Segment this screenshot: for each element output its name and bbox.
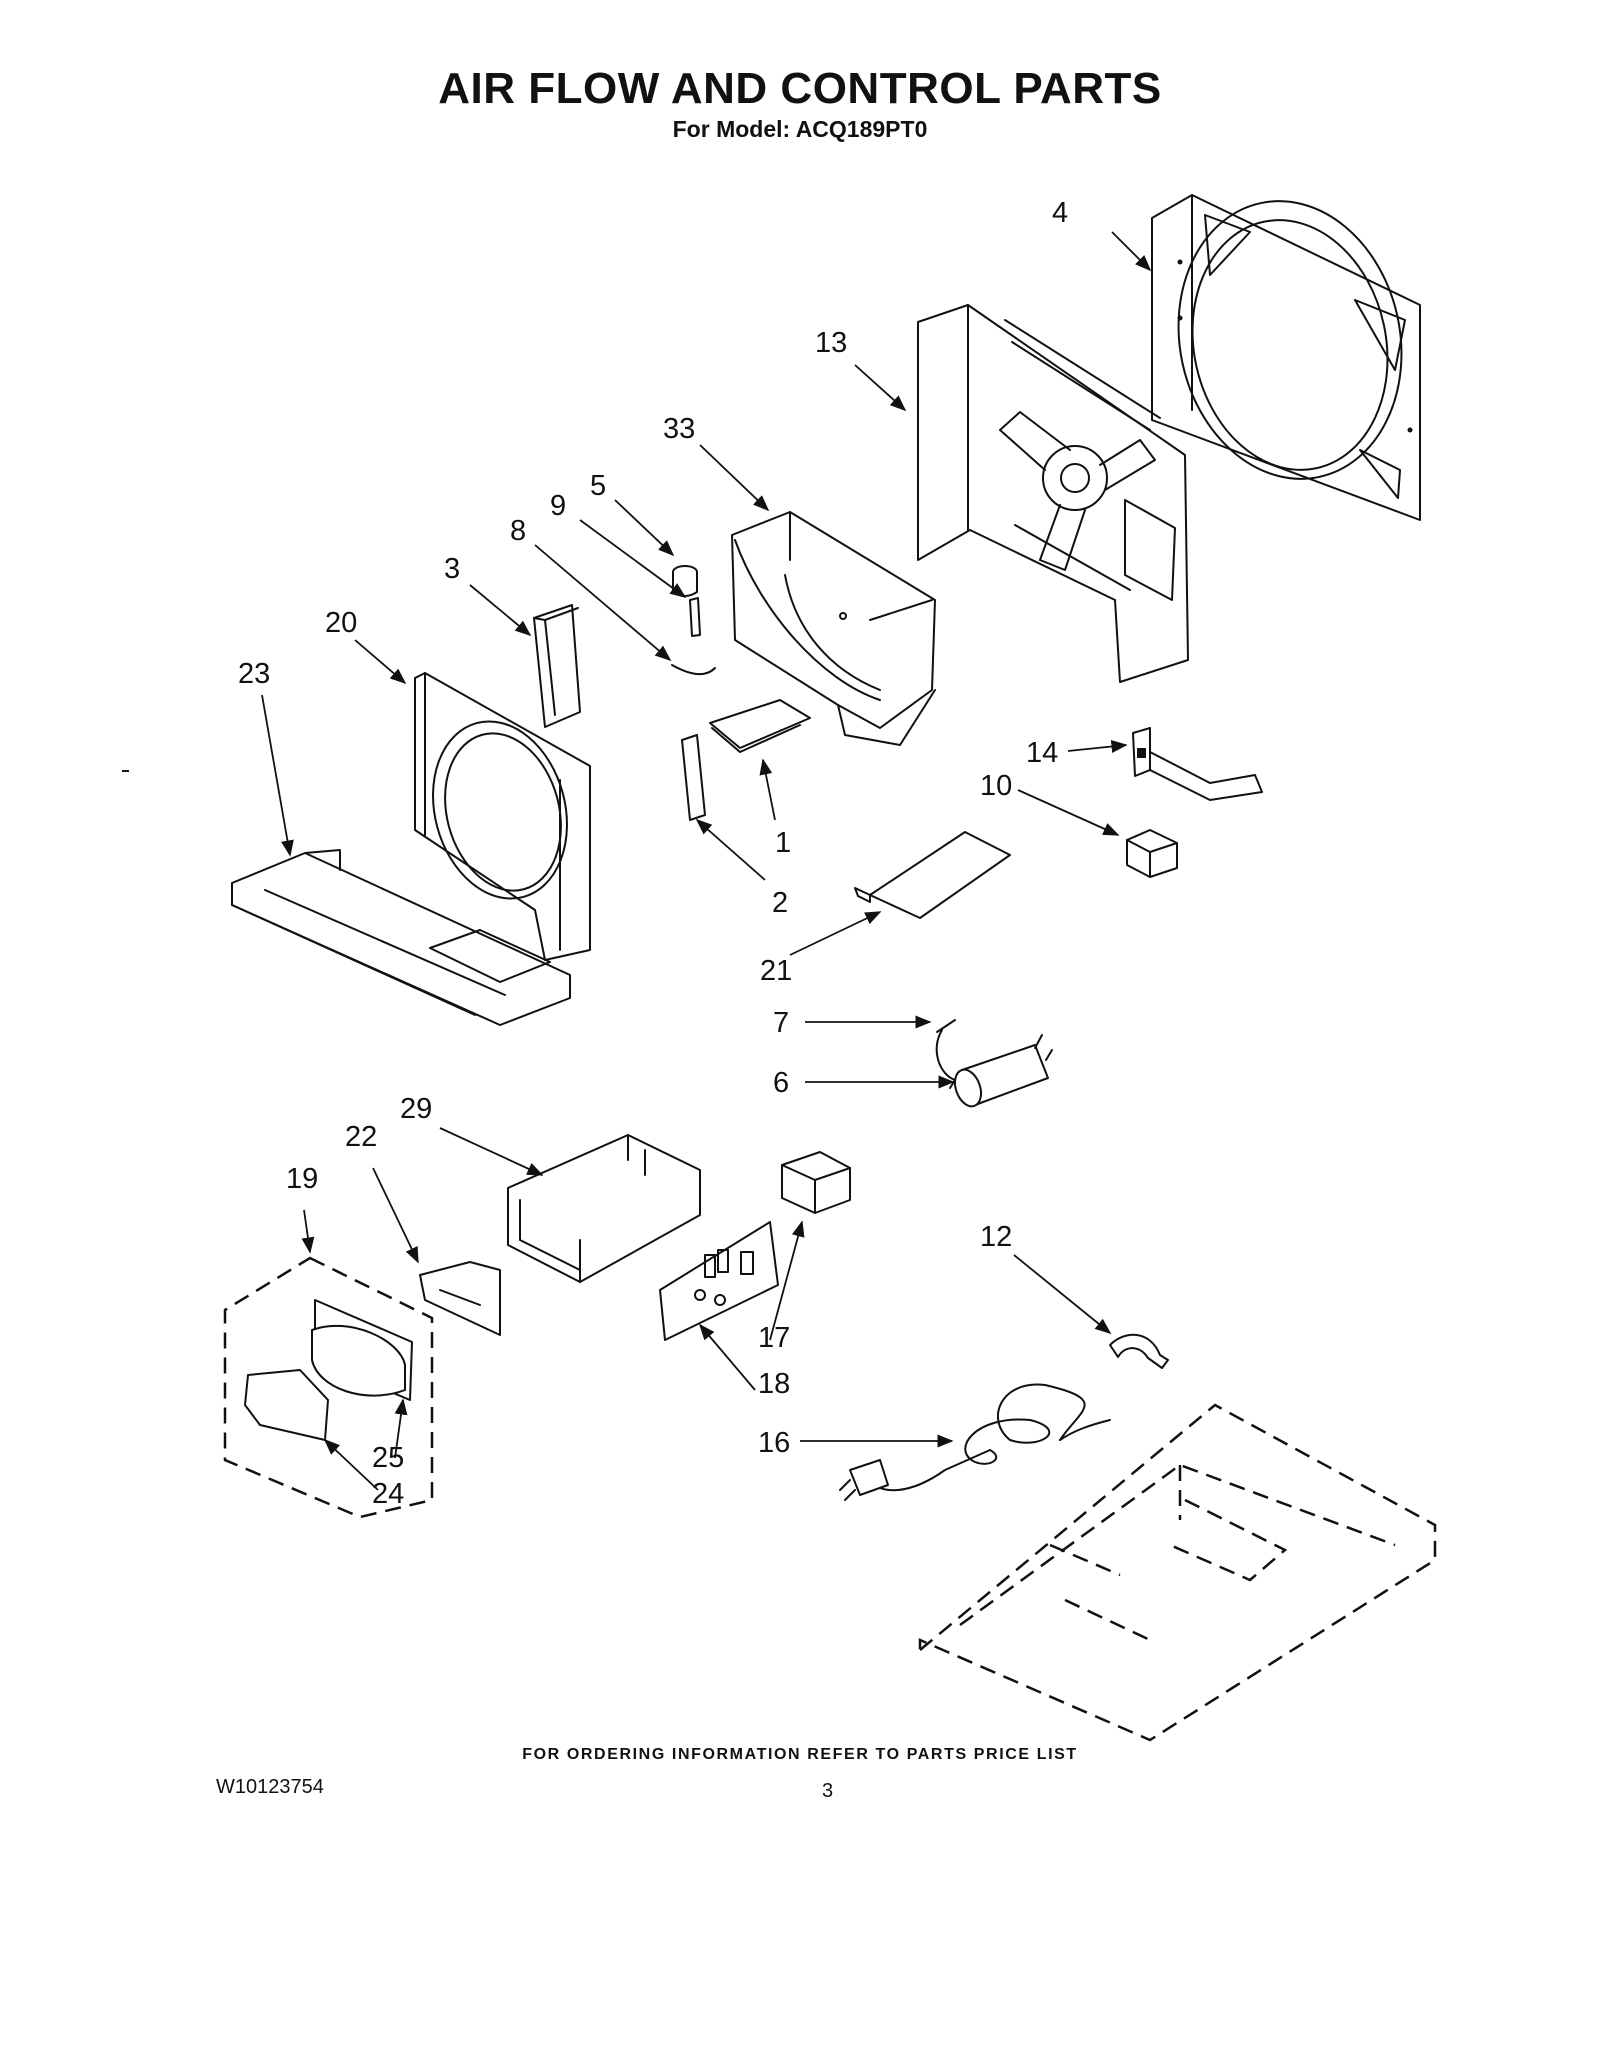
callout-14: 14 [1026,737,1058,769]
part-1-tray [709,699,811,753]
callout-4: 4 [1052,197,1068,229]
callout-2: 2 [772,887,788,919]
callout-18: 18 [758,1368,790,1400]
part-2-rail [681,734,706,821]
part-12-clamp [1109,1333,1169,1369]
callout-29: 29 [400,1093,432,1125]
part-23-base-pan [231,849,571,1026]
base-chassis-reference [918,1403,1437,1742]
part-22-plate [419,1261,501,1336]
callout-20: 20 [325,607,357,639]
callout-3: 3 [444,553,460,585]
leader-lines [261,231,1152,1491]
callout-10: 10 [980,770,1012,802]
part-16-power-cord [839,1383,1111,1501]
callout-7: 7 [773,1007,789,1039]
callout-1: 1 [775,827,791,859]
part-9-strip [689,597,701,637]
callout-5: 5 [590,470,606,502]
part-17-transformer [781,1151,851,1214]
callout-9: 9 [550,490,566,522]
part-7-strap [935,1019,956,1089]
callout-13: 13 [815,327,847,359]
callout-33: 33 [663,413,695,445]
callout-8: 8 [510,515,526,547]
callout-21: 21 [760,955,792,987]
part-14-bracket [1132,727,1263,801]
ordering-note: FOR ORDERING INFORMATION REFER TO PARTS … [522,1746,1078,1763]
callout-labels: 1 2 3 4 5 6 7 8 9 10 12 13 14 16 17 18 1… [238,197,1068,1510]
callout-19: 19 [286,1163,318,1195]
callout-25: 25 [372,1442,404,1474]
part-29-control-box [507,1134,701,1283]
part-21-cover-plate [854,831,1011,919]
part-19-control-group [223,1256,434,1519]
document-number: W10123754 [216,1776,324,1798]
callout-24: 24 [372,1478,404,1510]
callout-16: 16 [758,1427,790,1459]
part-13-motor-bracket [917,304,1189,683]
part-10-relay [1126,829,1178,878]
callout-23: 23 [238,658,270,690]
model-subtitle: For Model: ACQ189PT0 [672,116,928,142]
part-8-clip [671,664,716,676]
part-33-blower-housing [731,511,936,746]
page-title: AIR FLOW AND CONTROL PARTS [438,64,1162,113]
callout-12: 12 [980,1221,1012,1253]
part-20-orifice-panel [414,672,591,961]
part-18-control-board [659,1221,779,1341]
part-6-capacitor [953,1034,1053,1108]
callout-6: 6 [773,1067,789,1099]
part-3-bracket [533,604,581,728]
callout-17: 17 [758,1322,790,1354]
callout-22: 22 [345,1121,377,1153]
part-4-shroud [1151,194,1421,521]
page-number: 3 [822,1780,834,1802]
